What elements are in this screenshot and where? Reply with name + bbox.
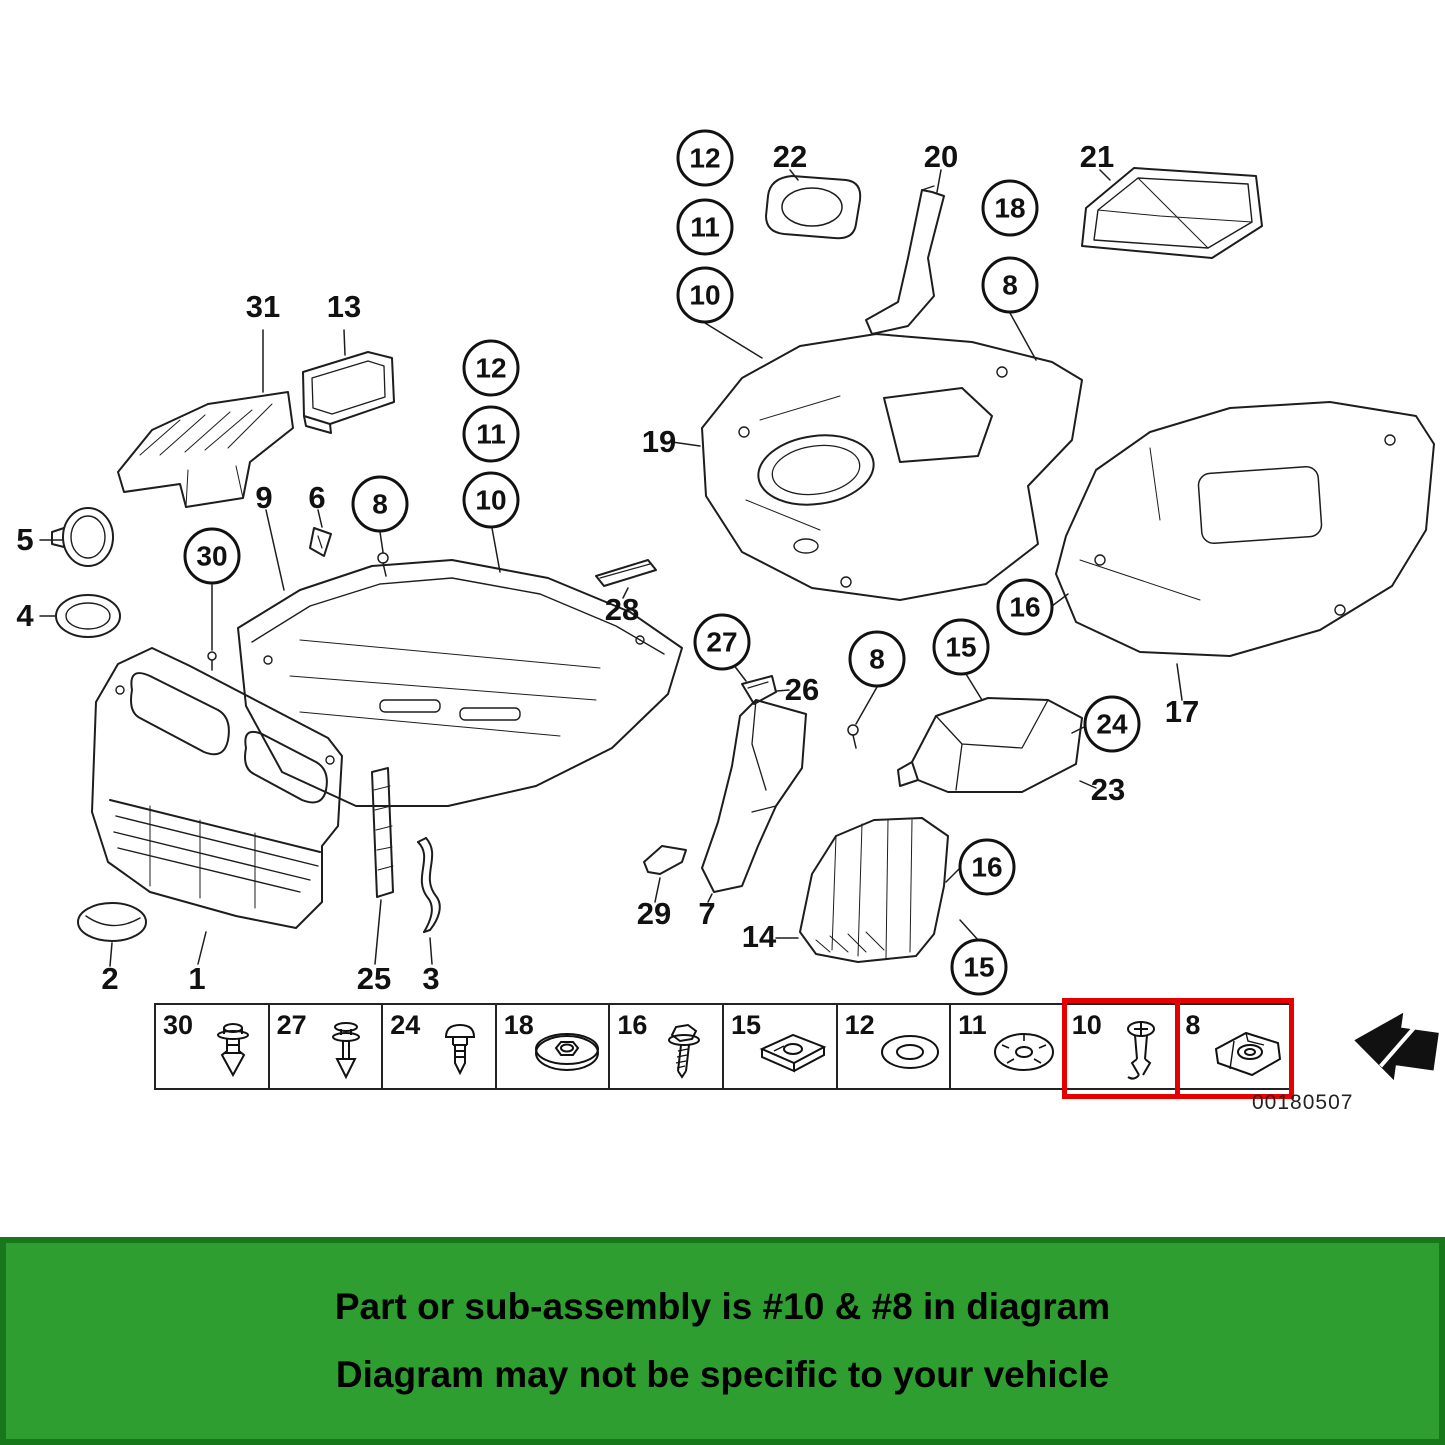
callout-7: 7	[698, 896, 716, 931]
callout-12: 12	[676, 129, 734, 187]
cage-clip-nut-icon	[1206, 1021, 1286, 1083]
leader-lines	[39, 169, 1183, 967]
callout-26: 26	[784, 672, 820, 707]
page-arrow-icon	[1349, 1010, 1441, 1095]
part-31-heat-shield	[117, 391, 294, 508]
callout-8: 8	[981, 256, 1039, 314]
callout-22: 22	[772, 139, 808, 174]
part-17-rear-underbody-panel	[1055, 401, 1435, 657]
callout-24: 24	[1083, 695, 1141, 753]
callout-13: 13	[326, 289, 362, 324]
legend-item-11: 11	[951, 1005, 1065, 1088]
part-4-cap	[55, 594, 121, 638]
part-5-grommet	[51, 507, 114, 567]
part-13-cover	[302, 351, 395, 434]
callout-18: 18	[981, 179, 1039, 237]
part-26-bracket	[741, 675, 777, 705]
clip-nut-icon	[754, 1023, 832, 1081]
phillips-screw-rivet-icon	[1110, 1019, 1172, 1085]
legend-number: 30	[163, 1010, 194, 1040]
part-1-air-duct-panel	[91, 647, 343, 929]
legend-item-24: 24	[383, 1005, 497, 1088]
part-21-tray	[1081, 167, 1263, 259]
part-23-bracket	[897, 697, 1083, 793]
callout-10: 10	[676, 266, 734, 324]
part-14-wheel-arch-liner	[799, 817, 949, 963]
hex-screw-icon	[654, 1021, 718, 1083]
legend-number: 10	[1071, 1010, 1102, 1040]
legend-number: 15	[730, 1010, 762, 1040]
push-nut-icon	[989, 1024, 1059, 1080]
fastener-glyphs	[207, 552, 859, 749]
callout-16: 16	[996, 578, 1054, 636]
legend-number: 16	[617, 1010, 648, 1040]
callout-11: 11	[676, 198, 734, 256]
fastener-legend: 30 27 24 18 16 15 12 11 10 8	[154, 998, 1294, 1099]
legend-item-8: 8	[1175, 998, 1294, 1099]
banner-line-2: Diagram may not be specific to your vehi…	[335, 1354, 1110, 1395]
callout-21: 21	[1079, 139, 1115, 174]
plug-rivet-icon	[429, 1021, 491, 1083]
callout-23: 23	[1090, 772, 1126, 807]
legend-number: 11	[958, 1010, 987, 1040]
callout-8: 8	[848, 630, 906, 688]
callout-14: 14	[741, 919, 777, 954]
legend-number: 27	[276, 1010, 307, 1040]
part-20-support-bracket	[865, 185, 945, 335]
callout-5: 5	[16, 522, 34, 557]
part-6-clip	[309, 527, 332, 557]
callout-17: 17	[1164, 694, 1200, 729]
callout-16: 16	[958, 838, 1016, 896]
callout-11: 11	[462, 405, 520, 463]
callout-12: 12	[462, 339, 520, 397]
callout-1: 1	[188, 961, 206, 996]
legend-number: 24	[390, 1010, 421, 1040]
diagram-id: 00180507	[1252, 1091, 1354, 1114]
legend-item-12: 12	[838, 1005, 952, 1088]
washer-nut-icon	[530, 1023, 604, 1081]
callout-2: 2	[101, 961, 119, 996]
callout-19: 19	[641, 424, 677, 459]
disclaimer-banner: Part or sub-assembly is #10 & #8 in diag…	[0, 1237, 1445, 1445]
callout-8: 8	[351, 475, 409, 533]
callout-20: 20	[923, 139, 959, 174]
legend-item-10: 10	[1061, 998, 1180, 1099]
legend-item-15: 15	[724, 1005, 838, 1088]
part-3-bracket	[417, 837, 441, 933]
legend-item-30: 30	[156, 1005, 270, 1088]
part-2-cover-oval	[77, 902, 147, 942]
legend-item-16: 16	[610, 1005, 724, 1088]
callout-30: 30	[183, 527, 241, 585]
legend-item-27: 27	[270, 1005, 384, 1088]
part-19-center-underbody-shield	[701, 333, 1083, 601]
legend-number: 18	[503, 1010, 534, 1040]
legend-number: 8	[1185, 1010, 1201, 1040]
callout-27: 27	[693, 613, 751, 671]
callout-4: 4	[16, 598, 34, 633]
part-29-bracket	[643, 845, 687, 875]
callout-3: 3	[422, 961, 440, 996]
callout-28: 28	[604, 592, 640, 627]
callout-10: 10	[462, 471, 520, 529]
part-28-strip	[595, 559, 657, 587]
part-7-side-panel	[701, 699, 807, 893]
part-9-front-underbody-shield	[237, 559, 683, 807]
legend-number: 12	[844, 1010, 875, 1040]
callout-25: 25	[356, 961, 392, 996]
callout-6: 6	[308, 480, 326, 515]
part-22-ring-cover	[765, 175, 862, 240]
exploded-diagram	[39, 167, 1435, 967]
callout-9: 9	[255, 480, 273, 515]
callout-31: 31	[245, 289, 281, 324]
callout-29: 29	[636, 896, 672, 931]
callout-15: 15	[932, 618, 990, 676]
expanding-rivet-icon	[202, 1021, 264, 1083]
washer-icon	[875, 1026, 945, 1078]
callout-15: 15	[950, 938, 1008, 996]
part-25-strip	[371, 767, 394, 898]
expansion-pin-rivet-icon	[315, 1021, 377, 1083]
legend-item-18: 18	[497, 1005, 611, 1088]
banner-line-1: Part or sub-assembly is #10 & #8 in diag…	[334, 1286, 1111, 1327]
